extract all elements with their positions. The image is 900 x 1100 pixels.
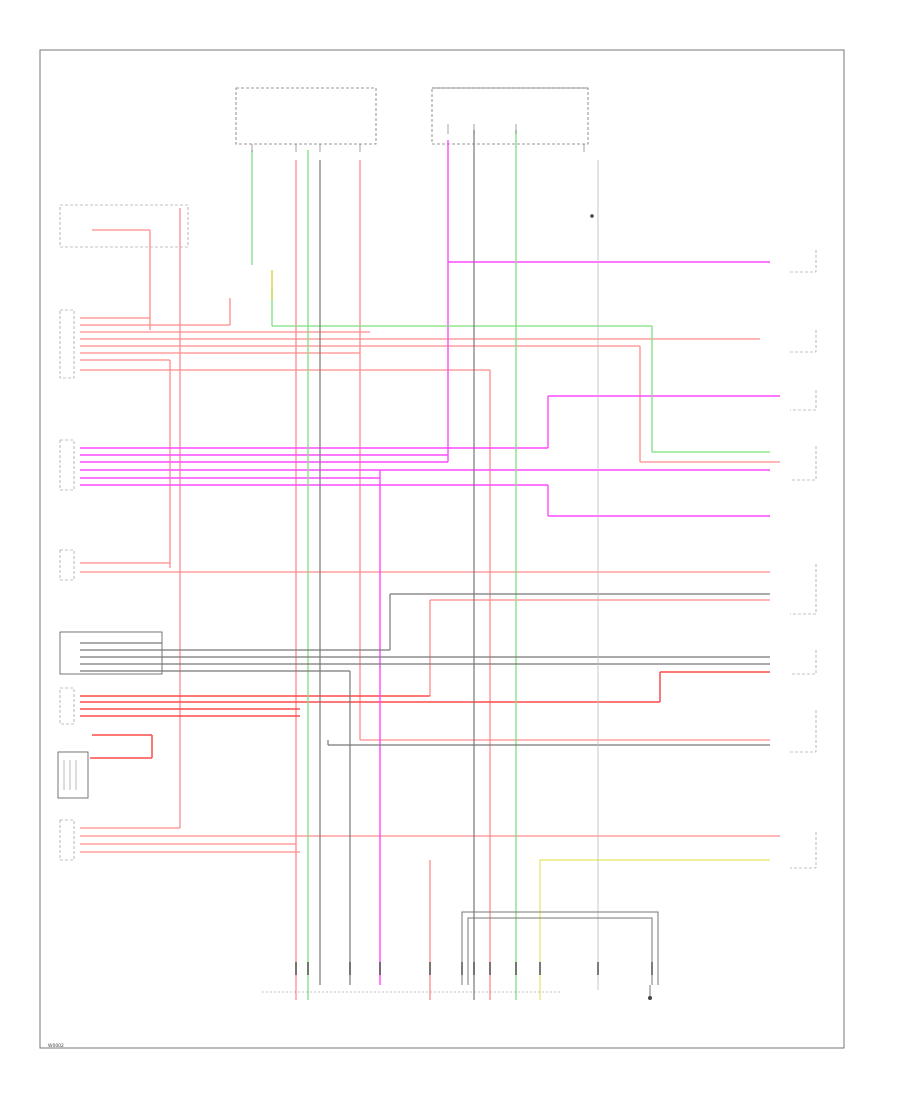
diagram-frame	[39, 49, 845, 1049]
connector-housing-8	[59, 819, 75, 861]
red-wires	[80, 160, 780, 1000]
connector-housing-4	[59, 549, 75, 581]
right-bracket-5	[790, 564, 817, 615]
splice-dot	[590, 214, 594, 218]
top-right-control-module	[431, 87, 589, 145]
right-bracket-1	[790, 250, 817, 273]
right-bracket-2	[790, 330, 817, 353]
connector-housing-6	[59, 687, 75, 725]
right-bracket-4	[790, 446, 817, 481]
top-terminals	[251, 124, 585, 152]
bottom-connector-pins	[295, 962, 653, 975]
ground-bus-outer	[461, 911, 659, 985]
connector-housing-2	[59, 309, 75, 379]
right-bracket-6	[790, 650, 817, 675]
right-bracket-8	[790, 832, 817, 869]
bright-red-wires	[80, 671, 770, 759]
top-left-control-module	[235, 87, 377, 145]
magenta-wires	[80, 140, 780, 985]
diagram-reference-code: W0002	[48, 1044, 64, 1049]
ground-bus	[461, 911, 659, 996]
connector-housing-5	[59, 631, 163, 675]
connector-housing-3	[59, 439, 75, 491]
connector-housing-7	[57, 751, 89, 799]
gray-wires	[80, 130, 770, 1000]
right-bracket-7	[790, 710, 817, 753]
ground-symbol	[648, 996, 652, 1000]
right-connector-brackets	[790, 250, 817, 869]
connector-housing-1	[59, 204, 189, 248]
ground-bus-inner	[467, 917, 653, 985]
yellow-wire-2	[539, 859, 770, 1000]
right-bracket-3	[790, 390, 817, 411]
green-wires	[251, 130, 770, 1000]
